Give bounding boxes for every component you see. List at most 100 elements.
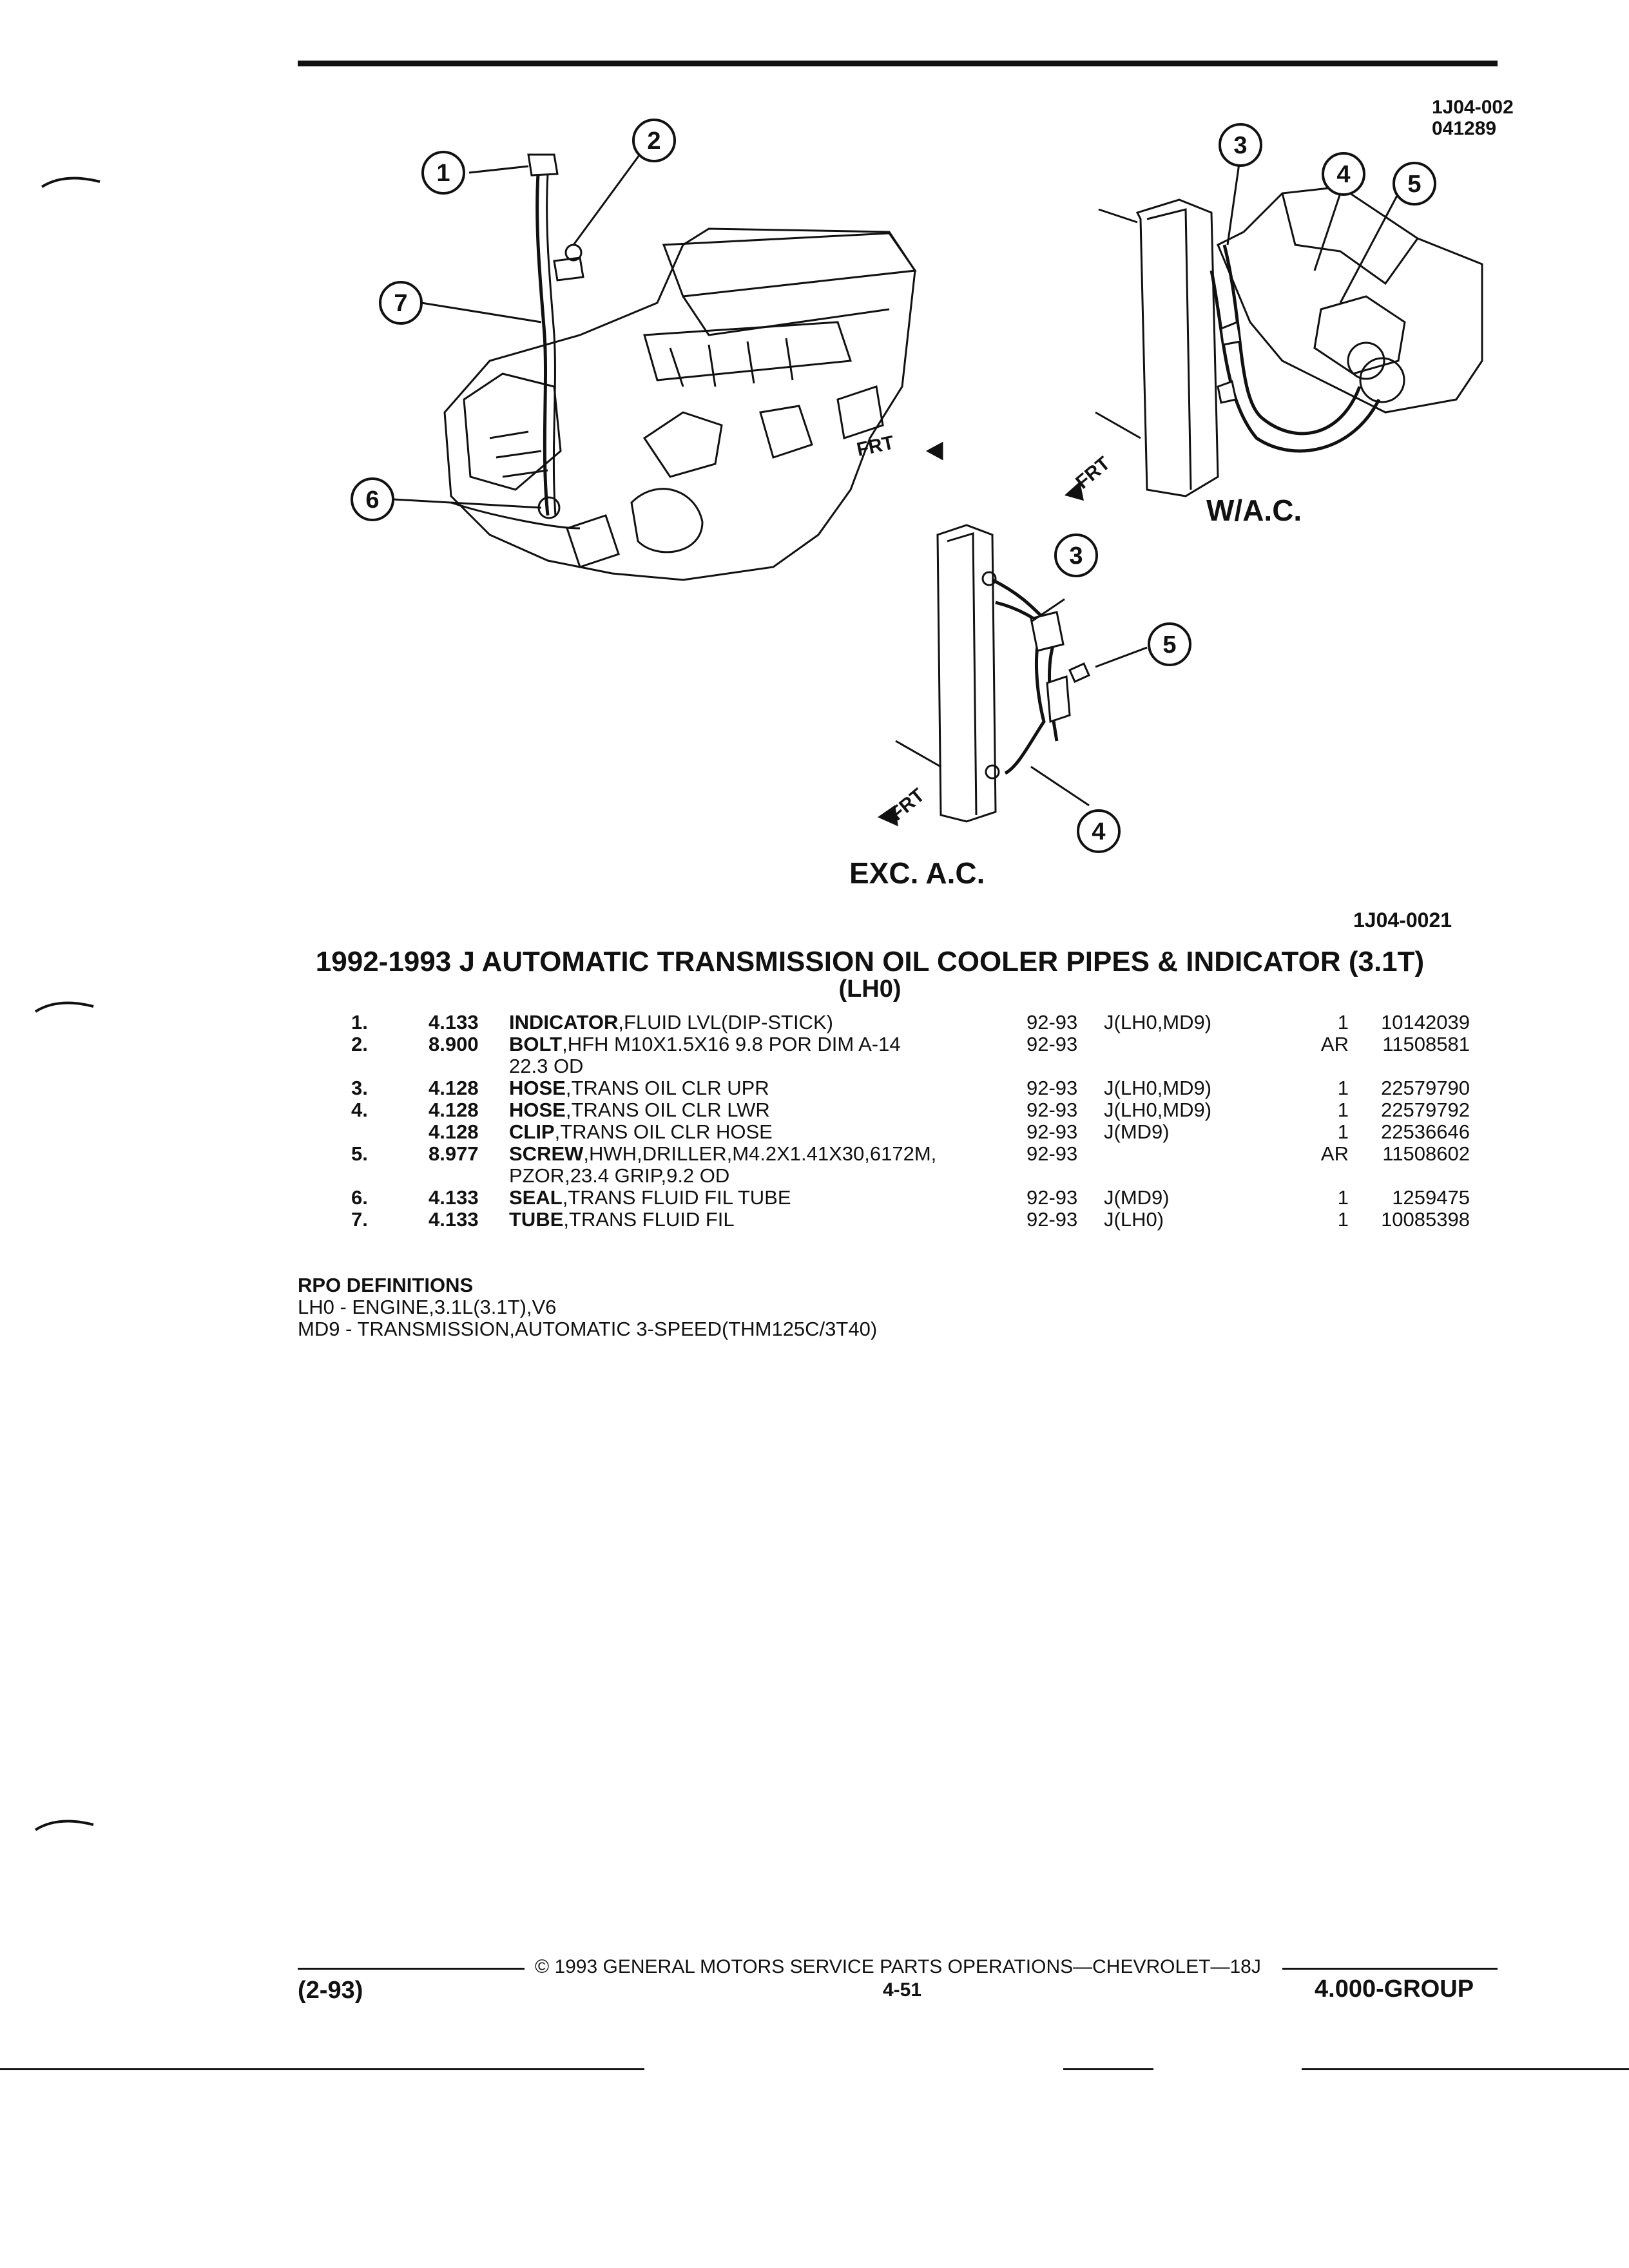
footer-copyright: © 1993 GENERAL MOTORS SERVICE PARTS OPER… — [535, 1956, 1261, 1977]
part-quantity: 1 — [1337, 1011, 1349, 1033]
figure-id-top: 1J04-002 041289 — [1432, 97, 1514, 139]
callout-3b: 3 — [1069, 543, 1083, 570]
part-years: 92-93 — [1027, 1011, 1078, 1033]
margin-mark — [34, 1001, 94, 1013]
part-years: 92-93 — [1027, 1033, 1078, 1055]
part-item-number: 2. — [351, 1033, 368, 1055]
part-years: 92-93 — [1027, 1077, 1078, 1099]
figure-id-line: 1J04-002 — [1432, 97, 1514, 118]
figure-id-bottom: 1J04-0021 — [1353, 908, 1452, 932]
part-usage: J(LH0) — [1104, 1208, 1164, 1231]
callout-2: 2 — [647, 128, 660, 155]
part-item-number: 4. — [351, 1099, 368, 1121]
footer-page-number: 4-51 — [883, 1979, 922, 2001]
part-desc-text: ,FLUID LVL(DIP-STICK) — [618, 1011, 833, 1033]
rpo-definitions: RPO DEFINITIONS LH0 - ENGINE,3.1L(3.1T),… — [298, 1274, 877, 1340]
part-group-number: 4.128 — [429, 1077, 479, 1099]
part-desc-text: ,TRANS FLUID FIL — [563, 1208, 735, 1231]
wac-caption: W/A.C. — [1206, 494, 1302, 527]
callout-5b: 5 — [1162, 631, 1176, 658]
parts-illustration: 1 2 3 4 5 7 6 3 5 4 FRT FRT FRT — [351, 119, 1483, 853]
part-group-number: 4.133 — [429, 1186, 479, 1209]
part-item-number — [351, 1121, 429, 1143]
part-description: HOSE,TRANS OIL CLR UPR — [509, 1077, 1027, 1099]
scan-edge-line — [1302, 2068, 1629, 2070]
part-name: INDICATOR — [509, 1011, 619, 1033]
part-usage: J(LH0,MD9) — [1104, 1011, 1212, 1033]
part-usage: J(LH0,MD9) — [1104, 1077, 1212, 1099]
parts-row: 5. 8.977 SCREW,HWH,DRILLER,M4.2X1.41X30,61… — [351, 1143, 1470, 1187]
part-desc-text: ,HWH,DRILLER,M4.2X1.41X30,6172M, — [583, 1142, 937, 1165]
part-desc-text: ,TRANS OIL CLR HOSE — [554, 1120, 773, 1143]
part-description: SCREW,HWH,DRILLER,M4.2X1.41X30,6172M,PZO… — [509, 1143, 1027, 1187]
part-group-number: 4.133 — [429, 1208, 479, 1231]
part-desc-text: ,TRANS FLUID FIL TUBE — [562, 1186, 791, 1209]
part-number: 11508581 — [1382, 1033, 1470, 1055]
part-item-number: 7. — [351, 1208, 368, 1231]
part-description: CLIP,TRANS OIL CLR HOSE — [509, 1121, 1027, 1143]
part-quantity: AR — [1320, 1142, 1349, 1165]
part-quantity: 1 — [1337, 1120, 1349, 1143]
part-quantity: 1 — [1337, 1077, 1349, 1099]
part-desc-continuation: 22.3 OD — [509, 1055, 584, 1077]
rpo-line: LH0 - ENGINE,3.1L(3.1T),V6 — [298, 1296, 557, 1318]
part-desc-text: ,TRANS OIL CLR UPR — [565, 1077, 769, 1099]
part-years: 92-93 — [1027, 1186, 1078, 1209]
part-usage: J(LH0,MD9) — [1104, 1099, 1212, 1121]
part-years: 92-93 — [1027, 1120, 1078, 1143]
callout-1: 1 — [436, 160, 450, 187]
part-number: 22579790 — [1381, 1077, 1470, 1099]
part-description: INDICATOR,FLUID LVL(DIP-STICK) — [509, 1012, 1027, 1033]
part-name: TUBE — [509, 1208, 564, 1231]
parts-row: 2. 8.900 BOLT,HFH M10X1.5X16 9.8 POR DIM A… — [351, 1033, 1470, 1077]
part-years: 92-93 — [1027, 1208, 1078, 1231]
top-rule — [298, 61, 1498, 66]
part-usage — [1104, 1033, 1310, 1077]
part-group-number: 8.977 — [429, 1142, 479, 1165]
callout-5: 5 — [1407, 171, 1421, 198]
footer-date: (2-93) — [298, 1977, 363, 2004]
scan-edge-line — [0, 2068, 644, 2070]
part-usage: J(MD9) — [1104, 1186, 1170, 1209]
part-group-number: 8.900 — [429, 1033, 479, 1055]
margin-mark — [41, 177, 101, 188]
part-number: 10142039 — [1381, 1011, 1470, 1033]
part-usage — [1104, 1143, 1310, 1187]
rpo-line: MD9 - TRANSMISSION,AUTOMATIC 3-SPEED(THM… — [298, 1318, 878, 1340]
part-quantity: 1 — [1337, 1099, 1349, 1121]
footer-rule — [298, 1968, 525, 1970]
callout-3: 3 — [1233, 132, 1247, 159]
part-name: BOLT — [509, 1033, 563, 1055]
part-quantity: AR — [1320, 1033, 1349, 1055]
part-item-number: 5. — [351, 1142, 368, 1165]
scan-edge-line — [1063, 2068, 1153, 2070]
callout-7: 7 — [394, 290, 407, 317]
part-desc-text: ,TRANS OIL CLR LWR — [565, 1099, 770, 1121]
part-number: 1259475 — [1392, 1186, 1470, 1209]
part-group-number: 4.128 — [429, 1099, 479, 1121]
part-description: HOSE,TRANS OIL CLR LWR — [509, 1099, 1027, 1121]
figure-id-line: 041289 — [1432, 118, 1497, 139]
part-years: 92-93 — [1027, 1099, 1078, 1121]
part-usage: J(MD9) — [1104, 1120, 1170, 1143]
part-number: 22579792 — [1381, 1099, 1470, 1121]
margin-mark — [34, 1820, 94, 1831]
frt-label: FRT — [855, 432, 896, 460]
footer-group: 4.000-GROUP — [1315, 1975, 1474, 2003]
page-title: 1992-1993 J AUTOMATIC TRANSMISSION OIL C… — [315, 946, 1425, 977]
part-item-number: 3. — [351, 1077, 368, 1099]
part-description: TUBE,TRANS FLUID FIL — [509, 1209, 1027, 1231]
part-number: 11508602 — [1382, 1142, 1470, 1165]
part-name: HOSE — [509, 1077, 566, 1099]
part-group-number: 4.128 — [429, 1120, 479, 1143]
part-description: SEAL,TRANS FLUID FIL TUBE — [509, 1187, 1027, 1209]
part-quantity: 1 — [1337, 1186, 1349, 1209]
part-years: 92-93 — [1027, 1142, 1078, 1165]
